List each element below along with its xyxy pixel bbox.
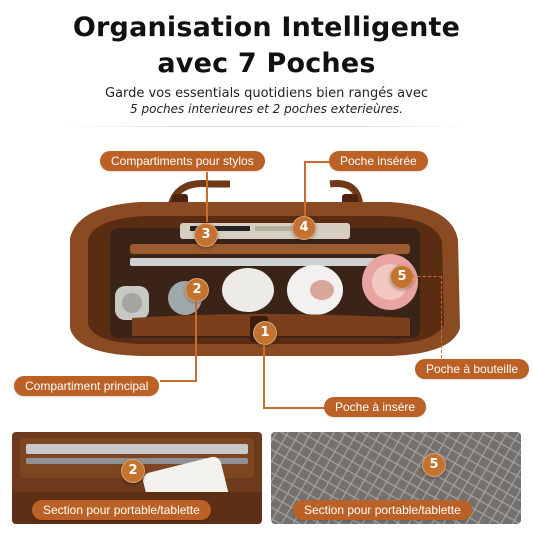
page-title-line-1: Organisation Intelligente (72, 12, 461, 43)
divider (60, 126, 473, 127)
label-section-portable-right: Section pour portable/tablette (293, 500, 472, 520)
connector-dashed-line (412, 276, 442, 277)
subtitle-line-2: 5 poches interieures et 2 poches exterie… (130, 102, 403, 116)
connector-line (206, 172, 208, 222)
connector-line (304, 161, 306, 216)
marker-3-badge: 3 (194, 223, 218, 247)
subtitle-line-1: Garde vos essentials quotidiens bien ran… (105, 86, 428, 101)
label-section-portable-left: Section pour portable/tablette (32, 500, 211, 520)
label-compartiment-principal: Compartiment principal (14, 376, 160, 396)
label-poche-bouteille: Poche à bouteille (415, 359, 530, 379)
connector-line (195, 301, 197, 381)
connector-line (304, 161, 330, 163)
panel-right-marker-badge: 5 (422, 453, 446, 477)
connector-line (263, 407, 327, 409)
connector-dashed-line (441, 276, 442, 358)
label-compartiments-stylos: Compartiments pour stylos (100, 151, 265, 171)
marker-5-badge: 5 (390, 265, 414, 289)
label-poche-insere: Poche à insére (324, 397, 427, 417)
marker-1-badge: 1 (253, 321, 277, 345)
panel-left-marker-badge: 2 (121, 459, 145, 483)
marker-2-badge: 2 (185, 278, 209, 302)
page-title-line-2: avec 7 Poches (157, 48, 376, 79)
label-poche-inseree: Poche insérée (329, 151, 428, 171)
connector-line (160, 380, 197, 382)
connector-line (263, 344, 265, 408)
marker-4-badge: 4 (292, 216, 316, 240)
